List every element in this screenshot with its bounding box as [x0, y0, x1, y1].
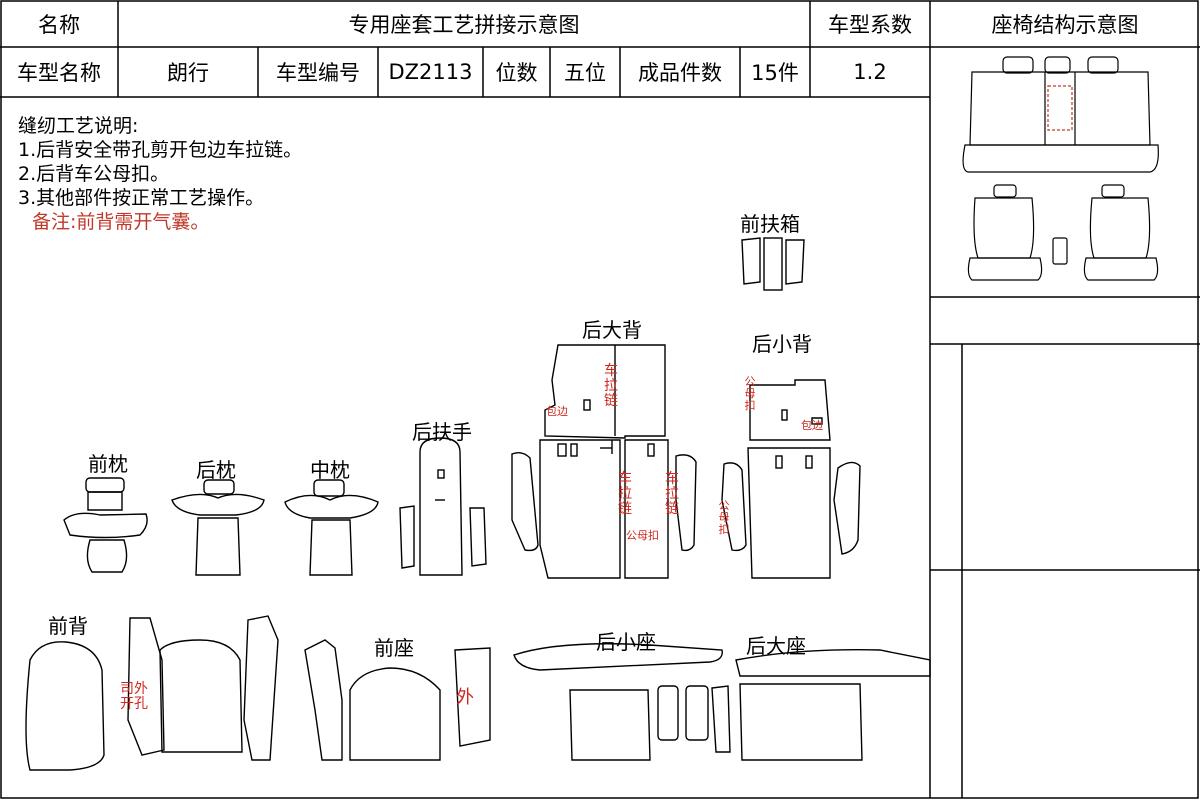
label-middle-headrest: 中枕 — [310, 458, 350, 482]
annotation-outer: 外 — [456, 687, 474, 708]
notes-item: 1.后背安全带孔剪开包边车拉链。 — [18, 139, 303, 161]
structure-label: 座椅结构示意图 — [991, 12, 1139, 37]
annotation-snap: 公母扣 — [718, 499, 730, 536]
label-rear-small-back: 后小背 — [752, 332, 812, 356]
model-code-label: 车型编号 — [276, 61, 360, 85]
piece-front-armrest-box — [741, 237, 805, 291]
notes-item: 3.其他部件按正常工艺操作。 — [18, 187, 265, 209]
annotation-binding: 包边 — [546, 405, 568, 418]
annotation-zipper: 车拉链 — [665, 471, 679, 517]
piece-rear-armrest — [399, 437, 487, 576]
piece-front-seat — [304, 639, 491, 761]
piece-front-back — [25, 615, 279, 771]
label-front-back: 前背 — [48, 614, 88, 638]
sewing-notes: 缝纫工艺说明: 1.后背安全带孔剪开包边车拉链。 2.后背车公母扣。 3.其他部… — [18, 114, 302, 234]
annotation-zipper: 车拉链 — [618, 471, 632, 517]
annotation-binding: 包边 — [801, 419, 823, 432]
label-rear-small-seat: 后小座 — [596, 630, 656, 654]
model-name-label: 车型名称 — [17, 61, 101, 85]
label-front-armrest-box: 前扶箱 — [740, 212, 800, 236]
piece-rear-small-seat — [513, 643, 723, 761]
piece-rear-headrest — [171, 479, 265, 576]
annotation-snap: 公母扣 — [626, 529, 659, 542]
sheet-title: 专用座套工艺拼接示意图 — [348, 12, 580, 37]
pieces-label: 成品件数 — [638, 61, 722, 85]
coef-label: 车型系数 — [828, 12, 912, 37]
annotation-outer-hole: 司外 开孔 — [120, 681, 148, 712]
label-rear-headrest: 后枕 — [196, 458, 236, 482]
piece-middle-headrest — [284, 479, 379, 576]
notes-item: 2.后背车公母扣。 — [18, 163, 170, 185]
model-name-value: 朗行 — [167, 61, 209, 85]
model-code-value: DZ2113 — [388, 60, 473, 84]
piece-rear-large-seat — [711, 649, 931, 761]
pieces-value: 15件 — [751, 61, 799, 85]
annotation-zipper: 车拉链 — [604, 363, 618, 409]
label-front-headrest: 前枕 — [88, 452, 128, 476]
label-rear-armrest: 后扶手 — [412, 420, 472, 444]
label-front-seat: 前座 — [374, 636, 414, 660]
piece-rear-large-back — [511, 344, 697, 579]
notes-heading: 缝纫工艺说明: — [18, 115, 139, 137]
annotation-snap: 公母扣 — [744, 375, 756, 412]
piece-rear-small-back — [721, 379, 861, 579]
notes-remark: 备注:前背需开气囊。 — [32, 211, 210, 233]
seats-value: 五位 — [564, 61, 606, 85]
name-label: 名称 — [38, 12, 80, 37]
coef-value: 1.2 — [853, 60, 887, 84]
piece-front-headrest — [63, 477, 148, 573]
seats-label: 位数 — [495, 61, 538, 85]
label-rear-large-seat: 后大座 — [746, 634, 806, 658]
label-rear-large-back: 后大背 — [582, 318, 642, 342]
